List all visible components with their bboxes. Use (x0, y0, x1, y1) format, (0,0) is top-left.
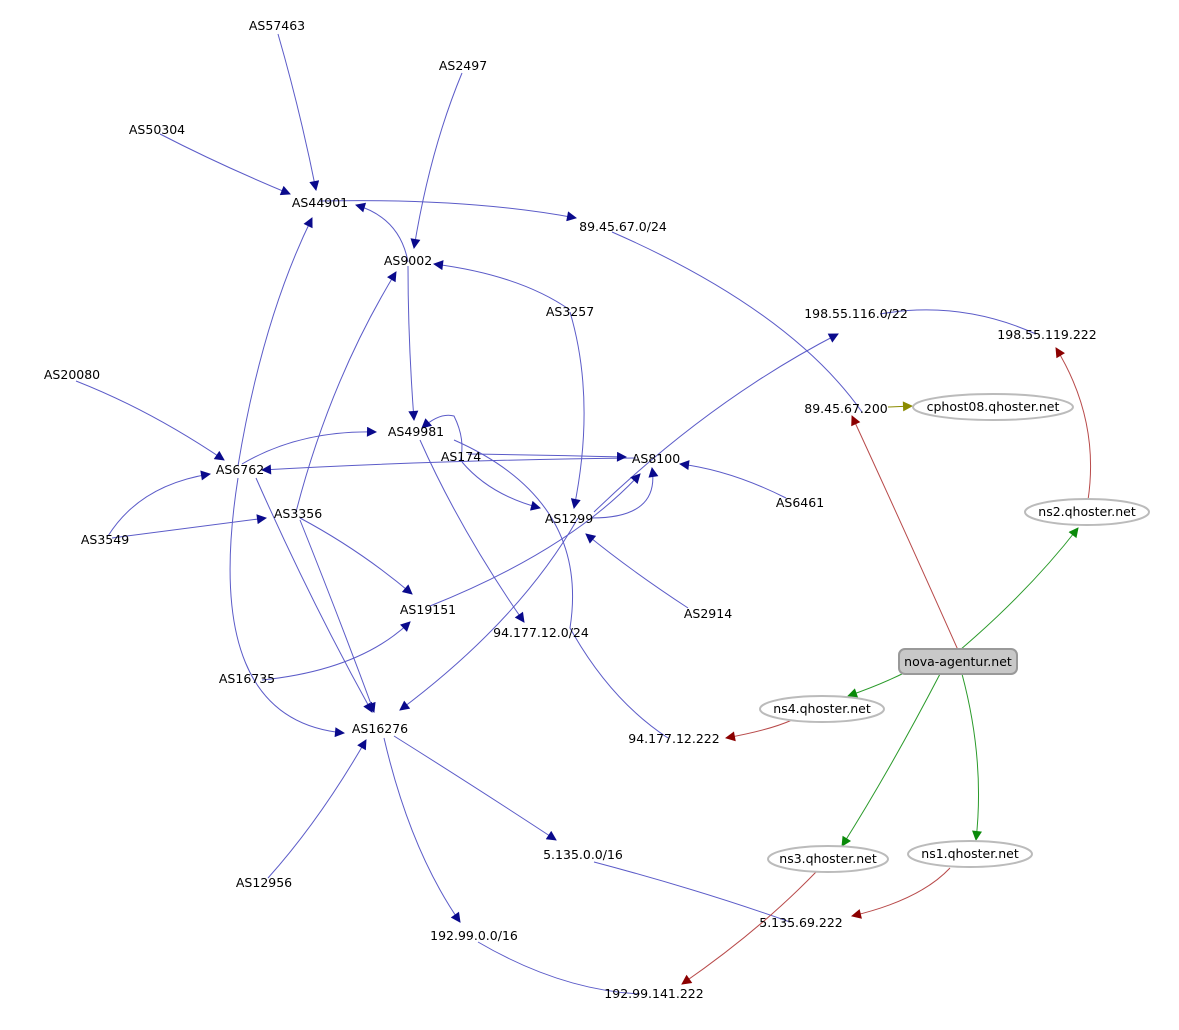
edge-ns2-ip198 (1055, 347, 1092, 501)
edge-as3356-as19151 (299, 517, 413, 595)
ns2-node-shape (1024, 498, 1150, 526)
node-as6461[interactable]: AS6461 (776, 495, 824, 510)
node-as49981[interactable]: AS49981 (388, 424, 444, 439)
edge-as49981-ip94 (453, 439, 669, 739)
as-edges (75, 33, 1037, 995)
edge-as3549-as3356 (111, 514, 267, 539)
node-pfx-198-55-116[interactable]: 198.55.116.0/22 (804, 306, 908, 321)
node-as16276[interactable]: AS16276 (352, 721, 408, 736)
edge-as1299-as16276 (399, 517, 579, 711)
ns4-node-shape (759, 695, 885, 723)
node-pfx-89-45-67[interactable]: 89.45.67.0/24 (579, 219, 667, 234)
node-ip-89-45-67-200[interactable]: 89.45.67.200 (804, 401, 888, 416)
edge-pfx5135-ip5135 (593, 861, 791, 923)
edge-pfx192-ip192 (477, 941, 641, 995)
node-ns3[interactable]: ns3.qhoster.net (779, 851, 877, 866)
edge-as3356-as16276 (299, 519, 376, 713)
edge-as44901-pfx89 (319, 200, 577, 222)
edge-as6762-as49981 (241, 426, 377, 465)
edge-domain-ns1 (961, 673, 982, 841)
edge-as6762-as44901 (237, 217, 313, 467)
edge-as1299-as8100 (591, 467, 659, 519)
edge-domain-ns4 (847, 671, 907, 698)
node-as57463[interactable]: AS57463 (249, 18, 305, 33)
node-ip-198-55-119-222[interactable]: 198.55.119.222 (997, 327, 1096, 342)
edge-as50304-as44901 (159, 133, 291, 196)
node-as2914[interactable]: AS2914 (684, 606, 732, 621)
node-ip-5-135-69-222[interactable]: 5.135.69.222 (759, 915, 843, 930)
node-as16735[interactable]: AS16735 (219, 671, 275, 686)
edge-as174-as8100 (467, 451, 627, 462)
ip-edges (681, 347, 1092, 985)
node-as3257[interactable]: AS3257 (546, 304, 594, 319)
node-as19151[interactable]: AS19151 (400, 602, 456, 617)
node-ns2[interactable]: ns2.qhoster.net (1038, 504, 1136, 519)
node-ns4[interactable]: ns4.qhoster.net (773, 701, 871, 716)
edge-as8100-as6762 (261, 457, 637, 475)
edge-as12956-as16276 (267, 739, 367, 879)
edge-as57463-as44901 (277, 33, 320, 191)
edge-domain-ns2 (959, 527, 1079, 651)
edge-as2497-as9002 (410, 72, 463, 249)
edge-domain-ip89 (851, 415, 959, 651)
edge-as1299-pfx198 (593, 333, 839, 513)
node-domain[interactable]: nova-agentur.net (904, 654, 1012, 669)
node-as9002[interactable]: AS9002 (384, 253, 432, 268)
edge-pfx198-ip198 (879, 309, 1037, 335)
cphost08-node-shape (912, 393, 1074, 421)
ns3-node-shape (767, 845, 889, 873)
edge-as9002-as49981 (407, 265, 419, 421)
node-as8100[interactable]: AS8100 (632, 451, 680, 466)
edge-ns1-ip5135 (851, 867, 951, 919)
node-as20080[interactable]: AS20080 (44, 367, 100, 382)
edge-as16276-pfx5135 (393, 735, 557, 841)
node-labels: AS57463 AS2497 AS50304 AS44901 AS9002 AS… (44, 18, 1136, 1001)
node-as3549[interactable]: AS3549 (81, 532, 129, 547)
edge-as6461-as8100 (679, 460, 787, 499)
ns1-node-shape (907, 840, 1033, 868)
edge-as3356-as9002 (295, 271, 397, 513)
edge-ns4-ip94 (725, 719, 793, 742)
node-ns1[interactable]: ns1.qhoster.net (921, 846, 1019, 861)
edge-as6762-as16276-b (255, 477, 373, 713)
node-pfx-192-99[interactable]: 192.99.0.0/16 (430, 928, 518, 943)
edge-ns3-ip192 (681, 871, 817, 985)
ns-edges (841, 527, 1079, 847)
node-as3356[interactable]: AS3356 (274, 506, 322, 521)
node-as12956[interactable]: AS12956 (236, 875, 292, 890)
edge-as174-as49981 (421, 414, 463, 463)
edge-as6762-as16276 (229, 477, 345, 738)
edge-as3257-as9002 (433, 260, 571, 311)
edge-as16276-pfx192 (383, 737, 461, 923)
node-as50304[interactable]: AS50304 (129, 122, 185, 137)
edge-as174-as1299 (461, 461, 541, 511)
edge-as16735-as19151 (261, 621, 411, 681)
node-as1299[interactable]: AS1299 (545, 511, 593, 526)
edge-as49981-pfx94 (419, 439, 525, 623)
host-nodes (759, 393, 1150, 873)
edge-as9002-as44901 (355, 202, 409, 263)
node-pfx-94-177-12[interactable]: 94.177.12.0/24 (493, 625, 589, 640)
edge-as2914-as1299 (585, 533, 689, 609)
node-cphost08[interactable]: cphost08.qhoster.net (927, 399, 1060, 414)
edge-as3257-as1299 (569, 311, 585, 509)
ptr-edges (887, 401, 913, 412)
edge-as19151-as8100 (429, 473, 641, 607)
node-ip-192-99-141-222[interactable]: 192.99.141.222 (604, 986, 703, 1001)
node-as174[interactable]: AS174 (441, 449, 481, 464)
node-as2497[interactable]: AS2497 (439, 58, 487, 73)
edge-as3549-as6762 (107, 470, 211, 537)
node-ip-94-177-12-222[interactable]: 94.177.12.222 (628, 731, 719, 746)
edge-ip89-cphost08 (887, 401, 913, 412)
edge-as20080-as6762 (75, 380, 225, 461)
domain-node-shape (898, 648, 1018, 675)
node-pfx-5-135[interactable]: 5.135.0.0/16 (543, 847, 623, 862)
node-as44901[interactable]: AS44901 (292, 195, 348, 210)
node-as6762[interactable]: AS6762 (216, 462, 264, 477)
edge-domain-ns3 (841, 673, 941, 847)
edge-pfx89-ip89 (611, 231, 863, 413)
